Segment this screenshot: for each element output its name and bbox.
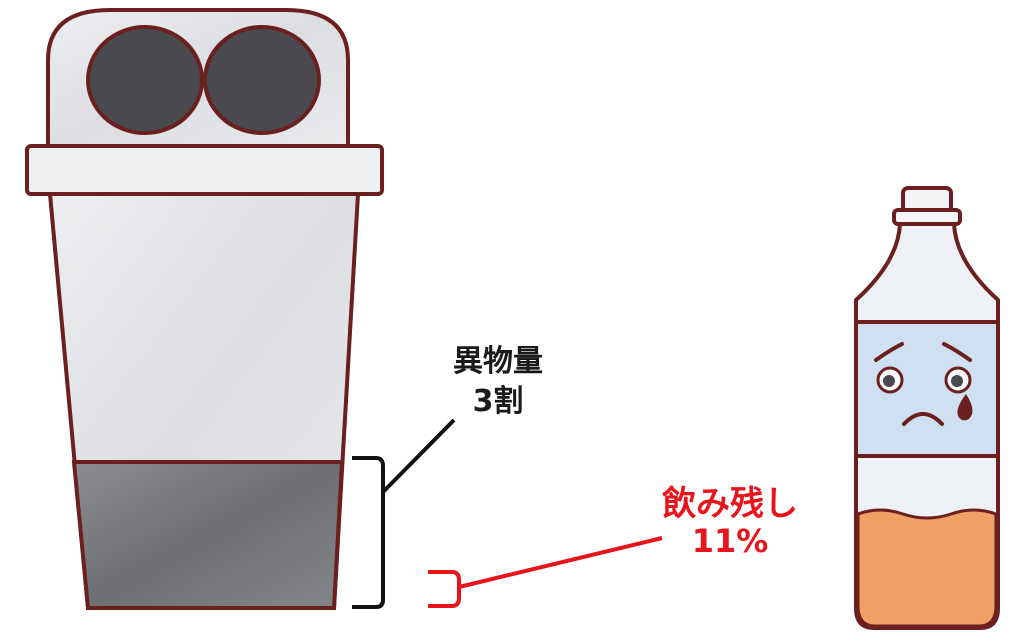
right-eyebrow bbox=[942, 342, 972, 362]
right-pupil bbox=[951, 375, 963, 387]
bottle-label bbox=[854, 320, 1000, 458]
bottle-leftover-liquid bbox=[856, 508, 998, 628]
foreign-matter-label: 異物量 bbox=[453, 344, 543, 379]
trash-bin-icon bbox=[25, 8, 384, 610]
foreign-matter-bracket bbox=[352, 418, 456, 609]
leftover-drinks-value: 11% bbox=[691, 522, 769, 560]
bottle-neck-ring bbox=[892, 208, 962, 226]
left-eyebrow bbox=[874, 342, 904, 362]
foreign-matter-pointer-line bbox=[381, 418, 456, 494]
frown-mouth bbox=[902, 412, 944, 426]
left-pupil bbox=[883, 375, 895, 387]
leftover-pointer-line bbox=[458, 536, 663, 589]
bin-hole-left bbox=[86, 25, 204, 135]
leftover-bracket bbox=[428, 536, 663, 608]
foreign-matter-value: 3割 bbox=[472, 384, 524, 419]
tear-drop bbox=[957, 394, 973, 421]
sad-face-icon bbox=[874, 342, 973, 426]
bin-foreign-matter-fill bbox=[71, 460, 345, 610]
leftover-drinks-label: 飲み残し bbox=[662, 484, 798, 524]
pet-bottle-icon bbox=[854, 186, 1000, 630]
bin-hole-right bbox=[203, 25, 321, 135]
bin-rim bbox=[25, 144, 384, 196]
